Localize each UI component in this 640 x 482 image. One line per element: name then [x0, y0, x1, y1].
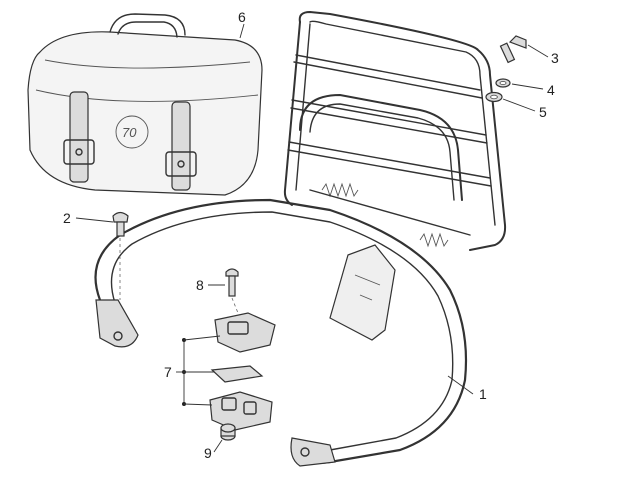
leader-6: [239, 23, 245, 39]
leader-2: [75, 217, 114, 223]
washer-4: [495, 78, 511, 88]
callout-4: 4: [547, 82, 555, 98]
callout-7: 7: [164, 364, 172, 380]
anniversary-logo: 70: [115, 115, 149, 149]
logo-lettering: 70: [122, 125, 137, 140]
callout-5: 5: [539, 104, 547, 120]
callout-6: 6: [238, 9, 246, 25]
washer-5: [485, 91, 503, 103]
leader-3: [527, 44, 549, 58]
callout-8: 8: [196, 277, 204, 293]
screw-2: [112, 211, 129, 300]
leader-9: [213, 439, 223, 453]
saddle-bag: 70: [27, 13, 263, 196]
bolt-8: [225, 268, 241, 319]
bolt-3: [499, 35, 527, 64]
callout-1: 1: [479, 386, 487, 402]
callout-3: 3: [551, 50, 559, 66]
leader-1: [447, 375, 474, 395]
leader-4: [511, 83, 544, 90]
callout-9: 9: [204, 445, 212, 461]
nut-9: [220, 423, 236, 441]
bracket-kit-7: [209, 312, 276, 431]
callout-2: 2: [63, 210, 71, 226]
leader-5: [502, 98, 536, 112]
rear-rack: [94, 11, 507, 467]
